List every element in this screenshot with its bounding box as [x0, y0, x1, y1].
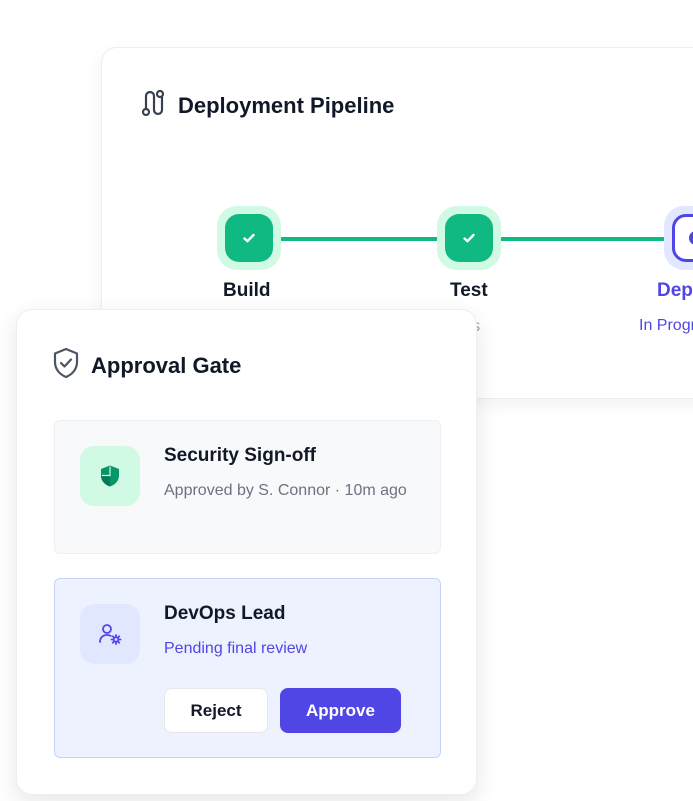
stage-test-badge — [445, 214, 493, 262]
stage-build-name: Build — [223, 280, 271, 301]
gate-security-title: Security Sign-off — [164, 445, 317, 466]
gate-devops-title: DevOps Lead — [164, 603, 286, 624]
stage-build-badge — [225, 214, 273, 262]
stage-deploy-status: In Progress — [639, 317, 693, 334]
shield-icon — [101, 465, 119, 487]
stage-deploy-name: Deploy — [657, 280, 693, 301]
route-icon — [138, 88, 168, 123]
progress-dot-icon — [689, 231, 693, 245]
gate-devops-lead: DevOps Lead Pending final review Reject … — [54, 578, 441, 758]
gate-security-signoff: Security Sign-off Approved by S. Connor … — [54, 420, 441, 554]
approve-button[interactable]: Approve — [280, 688, 401, 733]
stage-deploy-node[interactable] — [664, 206, 693, 270]
approval-header: Approval Gate — [51, 346, 241, 385]
check-icon — [243, 233, 255, 243]
gate-devops-icon-wrap — [80, 604, 140, 664]
stage-build-node[interactable] — [217, 206, 281, 270]
connector-build-test — [280, 237, 440, 241]
shield-check-icon — [51, 346, 81, 385]
stage-test-node[interactable] — [437, 206, 501, 270]
approval-title: Approval Gate — [91, 352, 242, 378]
stage-deploy-badge — [672, 214, 693, 262]
reject-button[interactable]: Reject — [164, 688, 268, 733]
gate-devops-subtitle: Pending final review — [164, 640, 308, 657]
connector-test-deploy — [500, 237, 665, 241]
approval-card: Approval Gate Security Sign-off Approved… — [16, 309, 477, 795]
gate-security-icon-wrap — [80, 446, 140, 506]
pipeline-title: Deployment Pipeline — [178, 92, 395, 118]
check-icon — [463, 233, 475, 243]
gate-security-subtitle: Approved by S. Connor · 10m ago — [164, 482, 407, 499]
user-gear-icon — [99, 624, 122, 645]
pipeline-header: Deployment Pipeline — [138, 88, 394, 123]
stage-test-name: Test — [450, 280, 488, 301]
